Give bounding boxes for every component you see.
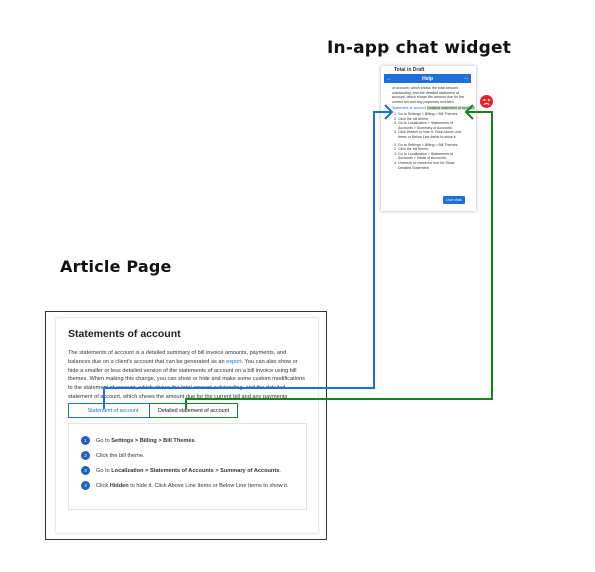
widget-tabs: Statement of account Detailed statement … (392, 106, 475, 111)
widget-steps-b: Go to Settings > Billing > Bill Themes. … (392, 143, 468, 171)
step-number: 4 (81, 481, 90, 490)
blue-connector (103, 111, 392, 409)
widget-steps-a: Go to Settings > Billing > Bill Themes. … (392, 112, 468, 140)
green-arrowhead (464, 104, 474, 120)
widget-header: ← Help – (384, 74, 471, 83)
article-content: Statements of account The statements of … (56, 318, 318, 533)
widget-tab-statement[interactable]: Statement of account (392, 106, 426, 111)
chat-widget-heading: In-app chat widget (327, 38, 512, 58)
widget-intro: of account, which shows the total amount… (392, 86, 465, 104)
widget-step: Click Hidden to hide it. Click Above Lin… (398, 130, 468, 139)
widget-step: Click the bill theme. (398, 117, 468, 122)
green-connector (185, 111, 493, 409)
widget-tab-detailed[interactable]: Detailed statement of account (426, 106, 475, 111)
export-link[interactable]: export (226, 358, 242, 365)
chat-widget: Total in Draft ← Help – of account, whic… (381, 66, 476, 211)
article-page: Statements of account The statements of … (45, 311, 327, 540)
widget-step: Uncheck or check the box for Show Detail… (398, 161, 468, 170)
tab-detailed-statement[interactable]: Detailed statement of account (149, 403, 238, 418)
blue-arrowhead (384, 104, 394, 120)
back-arrow-icon[interactable]: ← (386, 75, 392, 82)
article-title: Statements of account (68, 328, 181, 340)
widget-step: Go to Localization > Statements of Accou… (398, 152, 468, 161)
step-number: 2 (81, 451, 90, 460)
widget-step: Go to Localization > Statements of Accou… (398, 121, 468, 130)
article-page-heading: Article Page (60, 257, 172, 276)
widget-step: Go to Settings > Billing > Bill Themes. (398, 143, 468, 148)
widget-title: Help (422, 75, 433, 82)
widget-behind-label: Total in Draft (394, 67, 425, 73)
widget-step: Go to Settings > Billing > Bill Themes. (398, 112, 468, 117)
sad-face-icon (480, 95, 493, 108)
step-number: 1 (81, 436, 90, 445)
step-number: 3 (81, 466, 90, 475)
minimize-icon[interactable]: – (464, 75, 468, 82)
widget-body: of account, which shows the total amount… (392, 86, 475, 171)
widget-step: Click the bill theme. (398, 147, 468, 152)
live-chat-button[interactable]: Live chat (443, 196, 465, 204)
